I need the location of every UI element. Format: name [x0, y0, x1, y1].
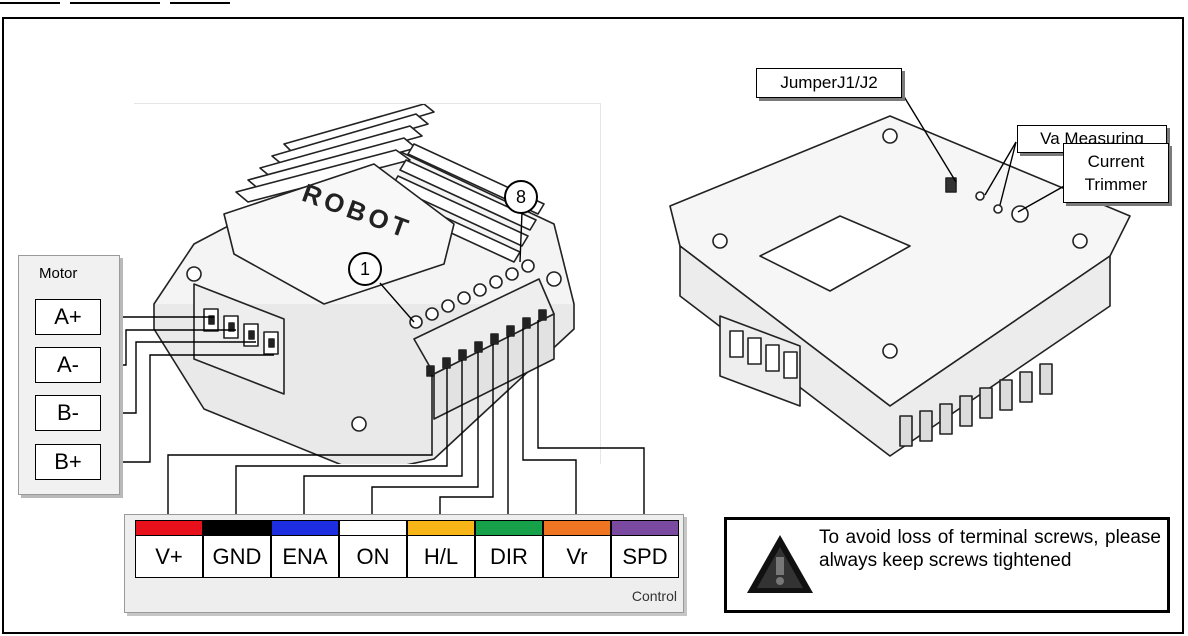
- wire-color-bar: [135, 520, 203, 536]
- control-terminal-label: SPD: [611, 536, 679, 578]
- control-label: Control: [631, 588, 677, 604]
- warning-icon: [747, 535, 813, 593]
- pin-1-label: 1: [359, 258, 370, 279]
- control-terminal-label: ON: [339, 536, 407, 578]
- control-terminal-label: Vr: [543, 536, 611, 578]
- wire-color-bar: [203, 520, 271, 536]
- pin-1-marker: 1: [348, 252, 382, 286]
- control-terminal-label: H/L: [407, 536, 475, 578]
- control-terminal-vr: Vr: [543, 520, 611, 578]
- current-trimmer-line2: Trimmer: [1084, 175, 1148, 194]
- control-terminal-label: GND: [203, 536, 271, 578]
- motor-terminal-b-minus: B-: [35, 395, 101, 431]
- driver-bottom-illustration: [669, 115, 1131, 457]
- control-terminal-label: ENA: [271, 536, 339, 578]
- control-terminal-label: DIR: [475, 536, 543, 578]
- control-terminal-label: V+: [135, 536, 203, 578]
- control-terminal-v-: V+: [135, 520, 203, 578]
- motor-terminal-group: Motor A+ A- B- B+: [18, 255, 120, 495]
- control-terminal-spd: SPD: [611, 520, 679, 578]
- current-trimmer-line1: Current: [1087, 152, 1145, 171]
- driver-bottom-photo: [650, 106, 1134, 466]
- motor-terminal-a-plus: A+: [35, 299, 101, 335]
- motor-title: Motor: [39, 265, 78, 282]
- motor-terminal-a-minus: A-: [35, 347, 101, 383]
- jumper-callout-text: JumperJ1/J2: [780, 73, 878, 92]
- warning-box: To avoid loss of terminal screws, please…: [724, 517, 1170, 613]
- control-terminal-ena: ENA: [271, 520, 339, 578]
- control-terminal-dir: DIR: [475, 520, 543, 578]
- warning-text: To avoid loss of terminal screws, please…: [819, 527, 1161, 571]
- wire-color-bar: [611, 520, 679, 536]
- wire-color-bar: [543, 520, 611, 536]
- pin-8-marker: 8: [504, 180, 538, 214]
- motor-terminal-b-plus: B+: [35, 444, 101, 480]
- control-terminal-h-l: H/L: [407, 520, 475, 578]
- jumper-callout: JumperJ1/J2: [756, 68, 902, 98]
- control-terminal-on: ON: [339, 520, 407, 578]
- wire-color-bar: [407, 520, 475, 536]
- pin-8-label: 8: [515, 186, 526, 207]
- top-edge-clip: [0, 0, 300, 8]
- wire-color-bar: [339, 520, 407, 536]
- control-terminal-gnd: GND: [203, 520, 271, 578]
- wire-color-bar: [271, 520, 339, 536]
- wire-color-bar: [475, 520, 543, 536]
- current-trimmer-callout: Current Trimmer: [1063, 143, 1169, 203]
